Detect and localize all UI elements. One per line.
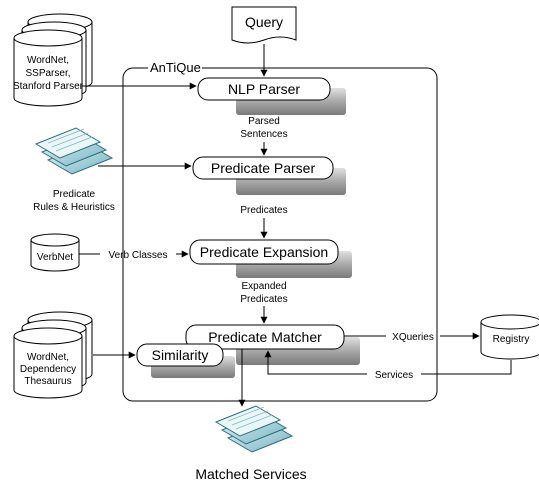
database-stack-wordnet-parsers: WordNet, SSParser, Stanford Parser xyxy=(13,13,93,107)
antique-title: AnTiQue xyxy=(150,60,201,75)
registry-database: Registry xyxy=(480,314,539,360)
parsed-sentences-line2: Sentences xyxy=(240,129,287,140)
rules-label-line1: Predicate xyxy=(53,189,96,200)
query-label: Query xyxy=(245,14,283,30)
nlp-parser-label: NLP Parser xyxy=(228,81,300,97)
predicate-parser-box: Predicate Parser xyxy=(192,156,346,195)
rules-document-stack: Predicate Rules & Heuristics xyxy=(33,127,115,213)
predicate-expansion-label: Predicate Expansion xyxy=(200,244,328,260)
predicates-label: Predicates xyxy=(240,205,287,216)
predicate-matcher-label: Predicate Matcher xyxy=(208,329,322,345)
db-wordnet-parsers-line3: Stanford Parser xyxy=(13,81,84,92)
services-line-a xyxy=(421,360,512,375)
nlp-parser-box: NLP Parser xyxy=(197,77,346,115)
db-wordnet-parsers-line2: SSParser, xyxy=(25,68,70,79)
predicate-matcher-box: Predicate Matcher xyxy=(185,324,360,365)
db-wordnet-dependency-line2: Dependency xyxy=(20,364,76,375)
verb-classes-label: Verb Classes xyxy=(109,250,168,261)
matched-services-stack: Matched Services xyxy=(195,405,307,482)
verbnet-label: VerbNet xyxy=(37,252,73,263)
registry-label: Registry xyxy=(493,334,530,345)
predicate-parser-label: Predicate Parser xyxy=(211,160,316,176)
db-wordnet-dependency-line1: WordNet, xyxy=(27,352,69,363)
database-stack-wordnet-dependency: WordNet, Dependency Thesaurus xyxy=(13,311,93,399)
expanded-predicates-line1: Expanded xyxy=(241,281,286,292)
similarity-box: Similarity xyxy=(136,343,235,378)
expanded-predicates-line2: Predicates xyxy=(240,294,287,305)
matched-services-label: Matched Services xyxy=(195,466,306,482)
db-wordnet-parsers-line1: WordNet, xyxy=(27,55,69,66)
predicate-expansion-box: Predicate Expansion xyxy=(189,239,352,278)
services-label: Services xyxy=(375,370,413,381)
similarity-label: Similarity xyxy=(152,347,209,363)
antique-container: AnTiQue xyxy=(122,60,438,402)
services-line-b xyxy=(264,350,367,375)
xqueries-label: XQueries xyxy=(392,332,434,343)
query-document: Query xyxy=(231,6,297,44)
connector-labels: Parsed Sentences Predicates Verb Classes… xyxy=(109,116,434,381)
rules-label-line2: Rules & Heuristics xyxy=(33,202,115,213)
connectors xyxy=(79,44,512,407)
db-wordnet-dependency-line3: Thesaurus xyxy=(24,376,71,387)
verbnet-database: VerbNet xyxy=(30,233,80,272)
parsed-sentences-line1: Parsed xyxy=(248,116,280,127)
